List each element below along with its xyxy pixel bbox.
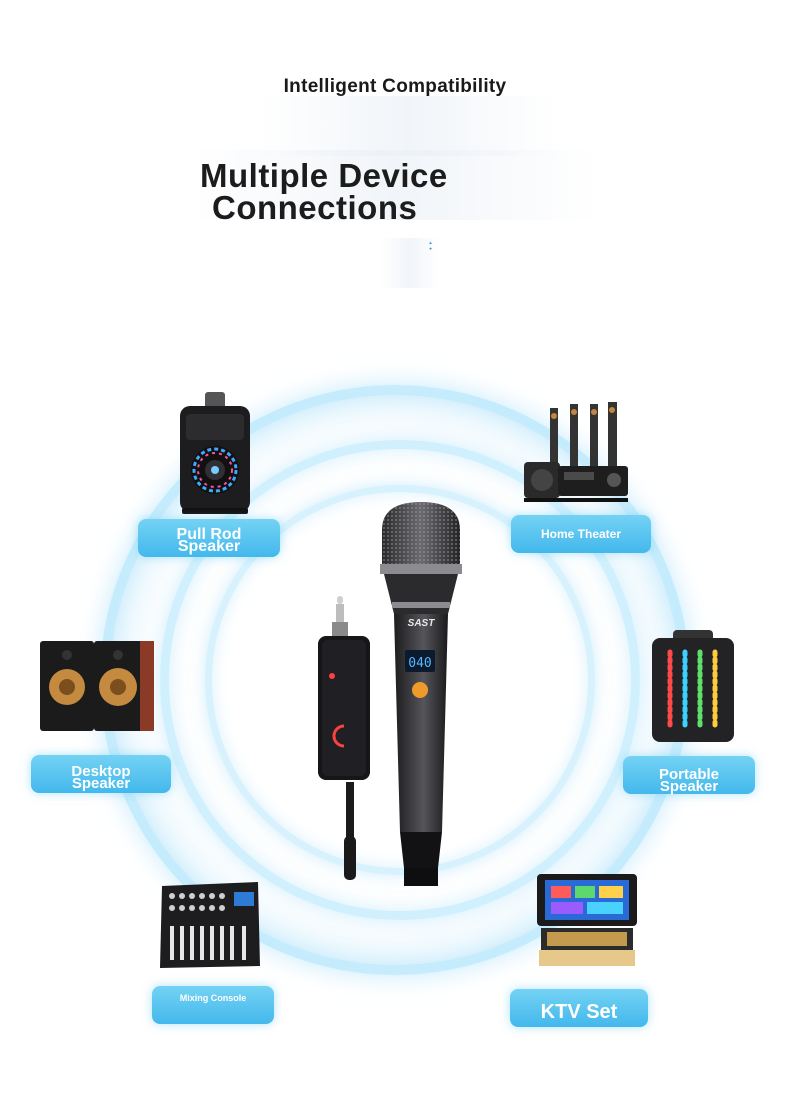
background-haze — [190, 150, 600, 220]
title-line-1: Multiple Device — [200, 157, 448, 194]
pull-rod-speaker-icon — [180, 392, 250, 514]
portable-speaker-icon — [652, 630, 734, 742]
ktv-set-icon — [537, 874, 637, 966]
wireless-receiver-icon — [318, 596, 370, 880]
microphone-icon: SAST 040 — [380, 502, 462, 886]
background-haze — [380, 238, 440, 288]
desktop-speaker-label: Desktop Speaker — [31, 755, 171, 793]
mixing-console-icon — [160, 882, 260, 968]
page-title: Multiple Device Connections — [200, 157, 448, 226]
home-theater-icon — [524, 402, 628, 502]
desktop-speaker-icon — [40, 641, 154, 731]
watermark-text: • • — [426, 242, 433, 250]
home-theater-label: Home Theater — [511, 515, 651, 553]
watermark-mark: • • — [426, 242, 433, 251]
title-line-2: Connections — [212, 189, 418, 226]
mixing-console-label: Mixing Console — [152, 986, 274, 1024]
background-haze — [258, 96, 558, 156]
ktv-set-label: KTV Set — [510, 989, 648, 1027]
portable-speaker-label: Portable Speaker — [623, 756, 755, 794]
signal-ring-inner — [205, 485, 595, 875]
signal-ring-middle — [160, 440, 640, 920]
pull-rod-speaker-label: Pull Rod Speaker — [138, 519, 280, 557]
microphone-brand: SAST — [408, 618, 436, 629]
subtitle: Intelligent Compatibility — [283, 76, 507, 97]
microphone-display: 040 — [408, 656, 431, 671]
